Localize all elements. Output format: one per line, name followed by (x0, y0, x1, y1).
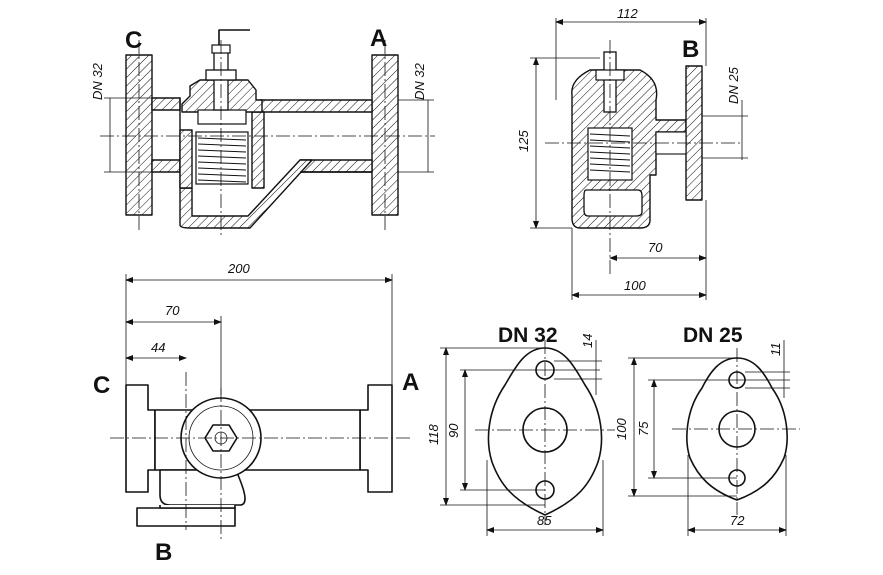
plan-view (110, 274, 412, 540)
side-width-label: 112 (617, 6, 638, 21)
front-dn-left-label: DN 32 (90, 62, 105, 100)
flange-dn25-view (628, 340, 800, 536)
front-section-view (100, 29, 435, 235)
side-section-view (530, 18, 748, 300)
flange-dn25-width-label: 72 (730, 513, 745, 528)
flange-dn32-title: DN 32 (498, 324, 558, 347)
front-port-a-label: A (370, 25, 387, 52)
flange-dn25-title: DN 25 (683, 324, 743, 347)
valve-spring (195, 131, 249, 185)
side-height-label: 125 (516, 130, 531, 152)
flange-dn25-height-label: 100 (614, 418, 629, 440)
flange-b (685, 65, 703, 201)
side-dim-100-label: 100 (624, 278, 646, 293)
side-port-b-label: B (682, 36, 699, 63)
side-dn-label: DN 25 (726, 66, 741, 104)
flange-dn32-bolt-spacing-label: 90 (446, 423, 461, 438)
plan-offset-70-label: 70 (165, 303, 180, 318)
plan-port-b-label: B (155, 539, 172, 566)
flange-dn25-bolt-spacing-label: 75 (636, 421, 651, 436)
plan-length-label: 200 (227, 261, 250, 276)
side-dim-70-label: 70 (648, 240, 663, 255)
plan-offset-44-label: 44 (151, 340, 165, 355)
plan-port-a-label: A (402, 369, 419, 396)
flange-dn32-height-label: 118 (426, 424, 441, 445)
flange-dn32-view (440, 340, 615, 536)
front-dn-right-label: DN 32 (412, 62, 427, 100)
flange-dn32-width-label: 85 (537, 513, 552, 528)
plan-port-c-label: C (93, 372, 110, 399)
flange-dn25-hole-label: 11 (768, 343, 783, 357)
front-port-c-label: C (125, 27, 142, 54)
flange-dn32-hole-label: 14 (580, 334, 595, 348)
